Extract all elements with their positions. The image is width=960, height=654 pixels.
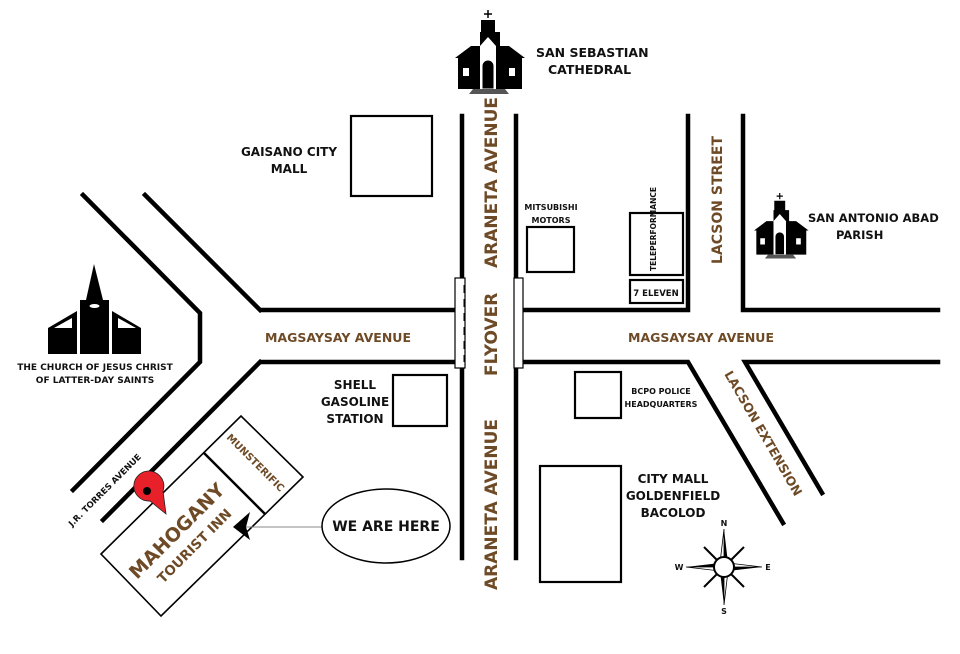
compass-rose-icon: N S E W	[675, 519, 771, 616]
magsaysay-south-edge	[259, 359, 941, 527]
seven-eleven-label: 7 ELEVEN	[633, 289, 678, 299]
jr-torres-inner-lower	[99, 358, 264, 524]
jr-torres-outer-edge	[69, 191, 203, 494]
gaisano-city-mall-building	[349, 114, 434, 198]
map-pin-icon	[133, 470, 167, 515]
city-mall-building	[538, 464, 623, 584]
magsaysay-north-edge	[259, 113, 941, 313]
flyover-label: FLYOVER	[482, 293, 502, 376]
shell-gasoline-station-building	[391, 373, 449, 428]
mahogany-block	[99, 414, 305, 618]
teleperformance-building	[628, 211, 685, 277]
church-icon	[754, 193, 809, 259]
compass-north: N	[721, 519, 728, 528]
flyover	[454, 277, 524, 369]
roads	[69, 113, 941, 561]
araneta-avenue-label: ARANETA AVENUE	[482, 419, 502, 590]
magsaysay-avenue-label: MAGSAYSAY AVENUE	[265, 330, 411, 345]
compass-west: W	[675, 563, 684, 572]
church-icon	[455, 10, 525, 94]
bcpo-police-headquarters-building	[573, 370, 623, 420]
lds-temple-icon	[48, 264, 141, 354]
lacson-street-label: LACSON STREET	[710, 136, 726, 264]
compass-east: E	[765, 563, 770, 572]
araneta-avenue-label: ARANETA AVENUE	[482, 97, 502, 268]
teleperformance-label: TELEPERFORMANCE	[649, 187, 658, 271]
we-are-here-callout: WE ARE HERE	[233, 488, 451, 564]
arrow-icon	[233, 512, 250, 540]
jr-torres-inner-upper	[141, 191, 264, 314]
lacson-extension-label: LACSON EXTENSION	[721, 368, 805, 498]
magsaysay-avenue-label: MAGSAYSAY AVENUE	[628, 330, 774, 345]
seven-eleven-building	[628, 278, 685, 305]
mitsubishi-motors-building	[525, 225, 576, 274]
we-are-here-label: WE ARE HERE	[332, 519, 440, 535]
compass-south: S	[721, 607, 727, 616]
